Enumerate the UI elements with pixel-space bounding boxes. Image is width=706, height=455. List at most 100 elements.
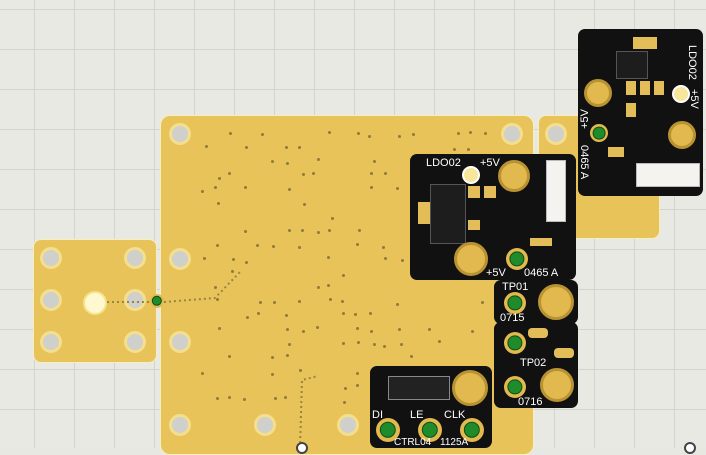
part-label: 1125A: [440, 437, 469, 448]
ctrl-module[interactable]: DI LE CLK CTRL04 1125A: [370, 366, 492, 448]
via: [288, 188, 291, 191]
testpoint-pad-clk[interactable]: [460, 418, 484, 442]
via: [481, 301, 484, 304]
via: [285, 146, 288, 149]
led-indicator: [462, 166, 480, 184]
ribbon-connector: [636, 163, 700, 187]
via: [453, 148, 456, 151]
testpoint-pad[interactable]: [504, 332, 526, 354]
through-hole-pad: [668, 121, 696, 149]
via: [467, 148, 470, 151]
smd-pad: [633, 37, 657, 49]
via: [298, 246, 301, 249]
via: [327, 284, 330, 287]
via: [373, 160, 376, 163]
via: [342, 312, 345, 315]
via: [299, 369, 302, 372]
via: [216, 397, 219, 400]
smd-pad: [654, 81, 664, 95]
via: [383, 345, 386, 348]
testpoint-pad[interactable]: [506, 248, 528, 270]
via: [331, 217, 334, 220]
via: [370, 330, 373, 333]
via: [344, 387, 347, 390]
via: [327, 256, 330, 259]
smd-pad: [640, 81, 650, 95]
via: [368, 135, 371, 138]
smd-pad: [530, 238, 552, 246]
testpoint-pad[interactable]: [504, 292, 526, 314]
via: [218, 327, 221, 330]
via: [384, 257, 387, 260]
testpoint-pad-di[interactable]: [376, 418, 400, 442]
via: [356, 372, 359, 375]
rf-connector-center[interactable]: [83, 291, 107, 315]
testpoint-pad-le[interactable]: [418, 418, 442, 442]
testpoint-pad[interactable]: [590, 124, 608, 142]
via: [216, 298, 219, 301]
via: [412, 133, 415, 136]
via: [342, 342, 345, 345]
via: [228, 172, 231, 175]
regulator-ic: [616, 51, 648, 79]
mount-hole: [169, 414, 191, 436]
through-hole-pad: [452, 370, 488, 406]
mount-hole: [124, 331, 146, 353]
mount-hole: [169, 123, 191, 145]
through-hole-pad: [498, 160, 530, 192]
via: [298, 146, 301, 149]
smd-pad: [468, 186, 480, 198]
through-hole-pad: [540, 368, 574, 402]
via: [356, 243, 359, 246]
through-hole-pad: [584, 79, 612, 107]
via: [243, 398, 246, 401]
pin-label-le: LE: [410, 409, 424, 421]
mount-hole: [169, 331, 191, 353]
via: [457, 132, 460, 135]
testpoint-module-tp02[interactable]: TP02 0716: [494, 322, 578, 408]
via: [285, 314, 288, 317]
via: [201, 372, 204, 375]
coupling-via[interactable]: [150, 294, 164, 308]
via: [329, 298, 332, 301]
via: [438, 340, 441, 343]
via: [396, 303, 399, 306]
pin-label-clk: CLK: [444, 409, 466, 421]
circle-cursor-icon[interactable]: [296, 442, 308, 454]
ldo-module-mid[interactable]: LDO02 +5V +5V 0465 A: [410, 154, 576, 280]
via: [354, 313, 357, 316]
mount-hole: [545, 123, 567, 145]
via: [396, 187, 399, 190]
smd-pad: [608, 147, 624, 157]
mount-hole: [124, 289, 146, 311]
voltage-label-right: +5V: [688, 89, 700, 109]
via: [398, 328, 401, 331]
via: [484, 132, 487, 135]
via: [231, 270, 234, 273]
via: [271, 356, 274, 359]
via: [284, 396, 287, 399]
via: [298, 300, 301, 303]
via: [203, 257, 206, 260]
via: [357, 341, 360, 344]
via: [471, 330, 474, 333]
led-indicator: [672, 85, 690, 103]
via: [288, 343, 291, 346]
smd-pad: [484, 186, 496, 198]
voltage-label-top: +5V: [480, 157, 500, 169]
via: [286, 328, 289, 331]
via: [273, 301, 276, 304]
testpoint-pad[interactable]: [504, 376, 526, 398]
regulator-ic: [430, 184, 466, 244]
ldo-module-top[interactable]: LDO02 +5V +5V 0465 A: [578, 29, 703, 196]
module-ref-label: LDO02: [686, 45, 698, 80]
via: [245, 146, 248, 149]
fpc-connector: [388, 376, 450, 400]
via: [214, 186, 217, 189]
circle-cursor-icon[interactable]: [684, 442, 696, 454]
via: [303, 203, 306, 206]
via: [244, 186, 247, 189]
ribbon-connector: [546, 160, 566, 222]
testpoint-module-tp01[interactable]: TP01 0715: [494, 280, 578, 324]
